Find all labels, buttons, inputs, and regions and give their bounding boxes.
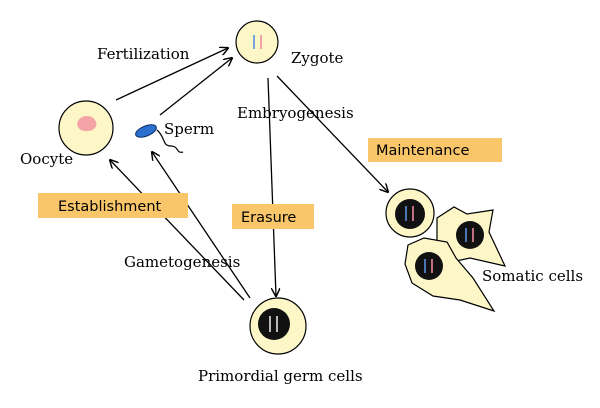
primordial-germ-cells-label: Primordial germ cells bbox=[198, 367, 363, 385]
arrow-oocyte-to-zygote bbox=[115, 48, 228, 101]
establishment-box bbox=[38, 193, 188, 218]
somatic-cells-label: Somatic cells bbox=[482, 267, 583, 285]
maintenance-text: Maintenance bbox=[376, 143, 469, 159]
arrow-pgc-to-oocyte bbox=[110, 160, 245, 301]
erasure-box bbox=[232, 204, 314, 229]
embryogenesis-label: Embryogenesis bbox=[237, 104, 354, 122]
zygote-cell bbox=[235, 20, 279, 64]
sperm-label: Sperm bbox=[164, 120, 214, 138]
sperm-head bbox=[135, 124, 157, 138]
zygote-label: Zygote bbox=[291, 49, 344, 67]
sperm-cell bbox=[135, 124, 184, 153]
fertilization-label: Fertilization bbox=[97, 45, 190, 63]
somatic-cells bbox=[385, 188, 507, 313]
arrows bbox=[110, 48, 388, 301]
somatic-cell-2 bbox=[436, 206, 507, 267]
oocyte-cell bbox=[58, 100, 114, 156]
sperm-tail bbox=[156, 129, 184, 153]
gametogenesis-label: Gametogenesis bbox=[124, 253, 240, 271]
erasure-text: Erasure bbox=[241, 210, 296, 226]
establishment-text: Establishment bbox=[58, 199, 162, 215]
arrow-zygote-to-somatic bbox=[276, 75, 388, 192]
primordial-germ-cell bbox=[249, 297, 307, 355]
arrow-zygote-to-pgc bbox=[267, 77, 276, 296]
arrow-sperm-to-zygote bbox=[159, 58, 232, 116]
somatic-cell-1 bbox=[385, 188, 435, 238]
oocyte-nucleus bbox=[77, 116, 97, 132]
somatic-cell-3 bbox=[404, 237, 496, 313]
oocyte-label: Oocyte bbox=[20, 150, 73, 168]
maintenance-box bbox=[368, 138, 502, 162]
arrow-pgc-to-sperm bbox=[152, 152, 251, 299]
